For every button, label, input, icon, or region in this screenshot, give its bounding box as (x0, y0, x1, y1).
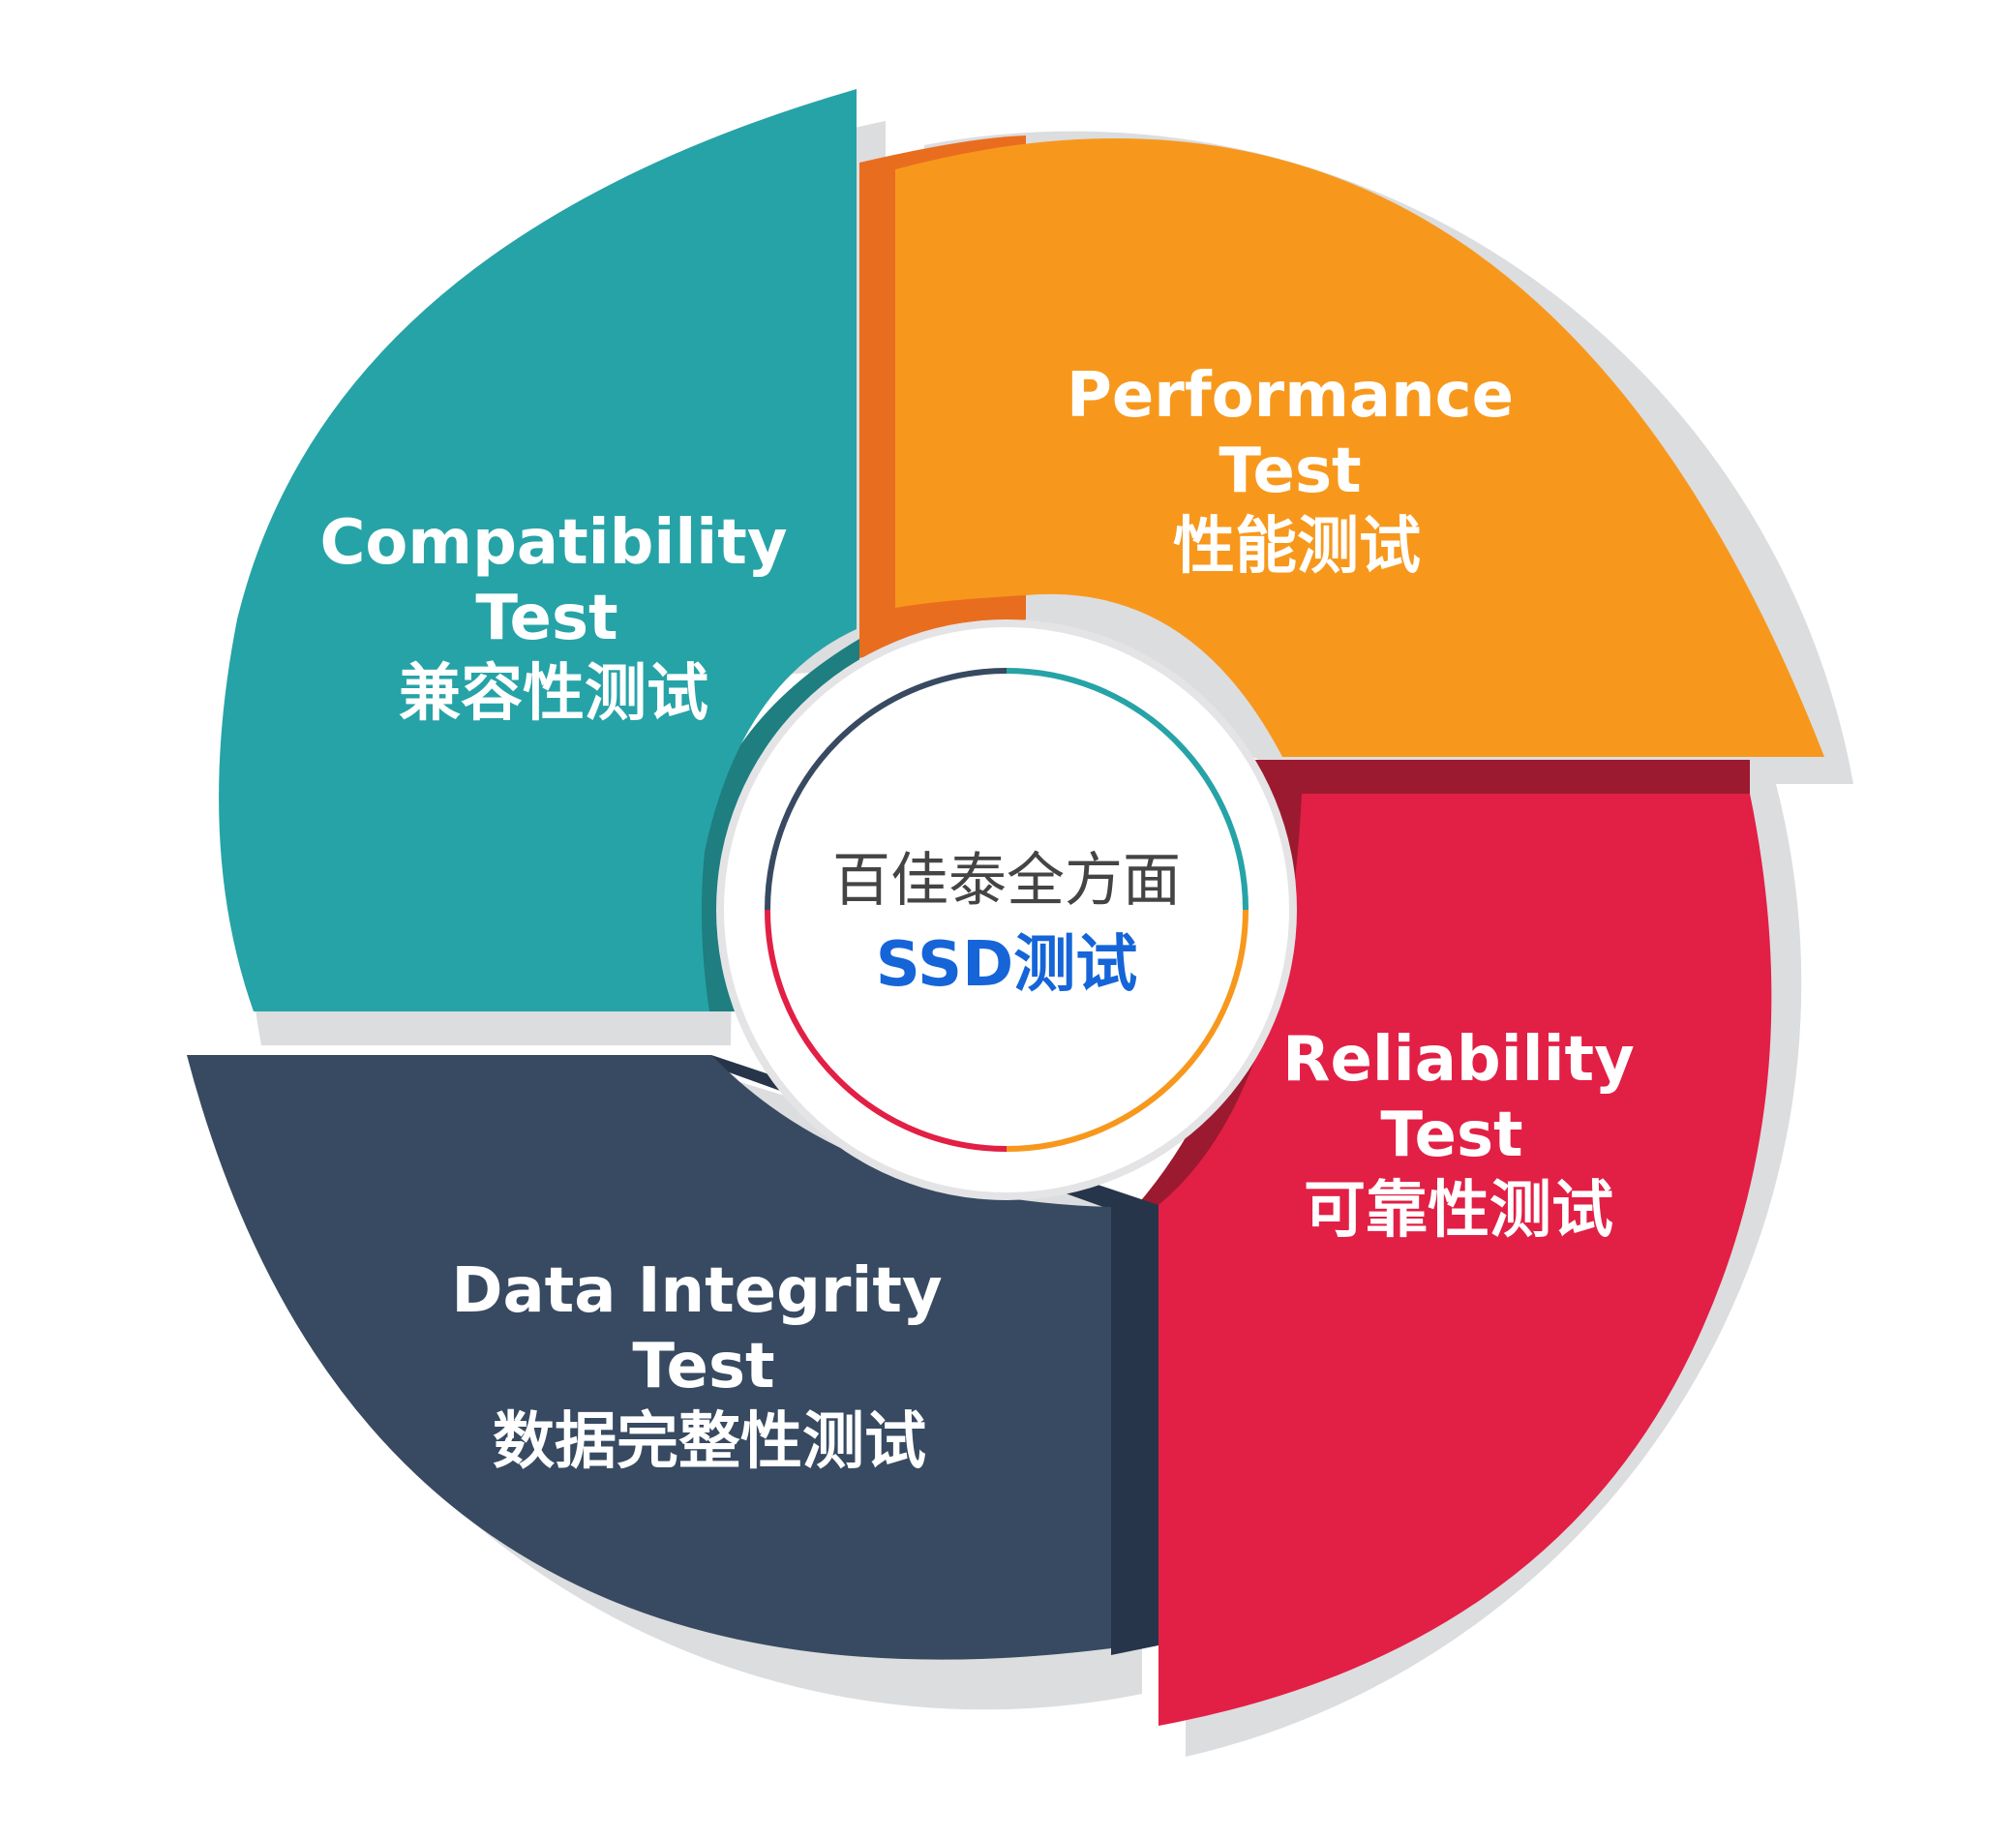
reliability-label-line2: Test (1380, 1100, 1522, 1171)
center-ring-teal (1006, 668, 1249, 911)
data-integrity-segment-edge (711, 1055, 1158, 1655)
reliability-label-line3: 可靠性测试 (1304, 1175, 1613, 1247)
center-disc (724, 627, 1289, 1192)
compatibility-label: Compatibility Test 兼容性测试 (319, 507, 787, 730)
reliability-label-line1: Reliability (1282, 1024, 1635, 1096)
compatibility-label-line2: Test (475, 583, 617, 654)
reliability-segment (1158, 794, 1772, 1726)
reliability-label: Reliability Test 可靠性测试 (1282, 1024, 1635, 1247)
compatibility-label-line1: Compatibility (319, 507, 787, 579)
compatibility-segment (219, 89, 857, 1011)
data-integrity-label-line3: 数据完整性测试 (493, 1406, 926, 1478)
performance-label-line1: Performance (1067, 360, 1514, 432)
data-integrity-label: Data Integrity Test 数据完整性测试 (451, 1255, 942, 1478)
performance-segment (895, 137, 1824, 757)
performance-label-line3: 性能测试 (1173, 511, 1421, 583)
performance-label: Performance Test 性能测试 (1067, 360, 1514, 583)
center-ring-orange (1006, 909, 1249, 1152)
center-subtitle: SSD测试 (876, 929, 1137, 1001)
compatibility-segment-edge (254, 639, 859, 1011)
data-integrity-label-line2: Test (632, 1331, 774, 1402)
data-integrity-segment (187, 1055, 1111, 1660)
data-integrity-label-line1: Data Integrity (451, 1255, 942, 1327)
center-ring-navy (765, 668, 1008, 911)
performance-label-line2: Test (1219, 436, 1361, 507)
center-title: 百佳泰全方面 (832, 847, 1181, 915)
compatibility-label-line3: 兼容性测试 (399, 658, 708, 730)
center-ring-red (765, 909, 1008, 1152)
